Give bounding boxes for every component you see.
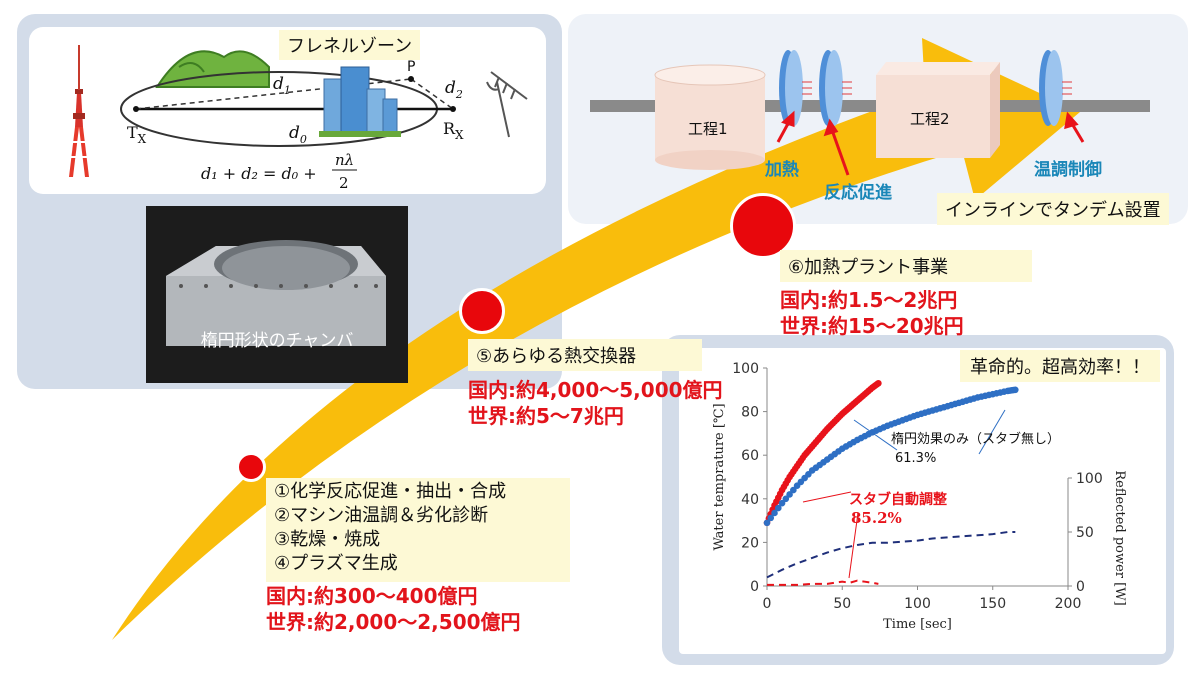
svg-text:P: P: [407, 59, 415, 75]
series-1-point: [786, 491, 793, 498]
y2-tick-label-1: 50: [1076, 525, 1094, 541]
svg-text:反応促進: 反応促進: [824, 182, 892, 203]
series-1-point: [767, 514, 775, 522]
chart-note: 革命的。超高効率！！: [960, 350, 1160, 382]
market-1-world: 世界:約2,000～2,500億円: [266, 610, 521, 634]
x-axis-label: Time [sec]: [883, 617, 952, 632]
annotation-2-value: 85.2%: [851, 509, 902, 527]
market-1-domestic: 国内:約300～400億円: [266, 584, 478, 608]
heating-disc: [779, 50, 812, 126]
series-1-point: [763, 519, 771, 527]
svg-text:nλ: nλ: [335, 151, 354, 169]
svg-text:d₁ + d₂ = d₀ +: d₁ + d₂ = d₀ +: [201, 164, 317, 183]
svg-text:TX: TX: [127, 123, 147, 146]
series-1-point: [1012, 386, 1019, 394]
svg-text:温調制御: 温調制御: [1034, 159, 1102, 180]
svg-text:工程2: 工程2: [910, 110, 950, 128]
buildings-icon: [319, 66, 401, 137]
y2-tick-label-2: 100: [1076, 471, 1103, 487]
svg-text:RX: RX: [443, 119, 464, 142]
market-1-line-4: ④プラズマ生成: [274, 553, 398, 574]
market-3-line-1: ⑥加熱プラント事業: [788, 257, 949, 278]
y-tick-label-4: 80: [741, 405, 759, 421]
y-tick-label-2: 40: [741, 492, 759, 508]
x-tick-label-2: 100: [904, 596, 931, 612]
mountain-icon: [155, 50, 270, 88]
market-2-world: 世界:約5～7兆円: [468, 404, 624, 428]
market-3-world: 世界:約15～20兆円: [780, 314, 964, 338]
y-tick-label-1: 20: [741, 535, 759, 551]
market-1-line-1: ①化学反応促進・抽出・合成: [274, 481, 507, 502]
svg-text:d1: d1: [273, 74, 291, 97]
inline-note: インラインでタンデム設置: [937, 193, 1169, 225]
x-tick-label-1: 50: [833, 596, 851, 612]
step2-vessel: [876, 62, 1000, 158]
series-0-point: [875, 379, 882, 387]
market-1-box: ①化学反応促進・抽出・合成 ②マシン油温調＆劣化診断 ③乾燥・焼成 ④プラズマ生…: [266, 478, 570, 582]
y-axis-label: Water temprature [℃]: [712, 403, 727, 550]
x-tick-label-3: 150: [979, 596, 1006, 612]
svg-text:d2: d2: [445, 78, 463, 101]
step1-vessel: [654, 64, 766, 170]
series-1-point: [778, 499, 786, 507]
svg-text:d0: d0: [289, 123, 307, 146]
chart-box: [679, 348, 1166, 654]
annotation-1-text: 楕円効果のみ（スタブ無し）: [891, 431, 1060, 447]
svg-text:加熱: 加熱: [764, 159, 799, 180]
svg-text:工程1: 工程1: [688, 120, 728, 138]
market-3-box: ⑥加熱プラント事業: [780, 250, 1032, 282]
annotation-2-text: スタブ自動調整: [849, 491, 948, 508]
y2-tick-label-0: 0: [1076, 579, 1085, 595]
market-3-domestic: 国内:約1.5～2兆円: [780, 288, 958, 312]
market-dot-3: [730, 193, 796, 259]
y2-axis-label: Reflected power [W]: [1112, 470, 1127, 605]
market-dot-1: [236, 452, 266, 482]
series-1-point: [790, 486, 797, 494]
series-3-line: [767, 579, 879, 586]
market-2-line-1: ⑤あらゆる熱交換器: [476, 346, 637, 367]
series-1-point: [782, 495, 790, 503]
market-1-line-2: ②マシン油温調＆劣化診断: [274, 505, 489, 526]
process-diagram: 工程1 工程2 加熱 反応促進 温調制御: [590, 50, 1150, 203]
tower-icon: [69, 45, 89, 177]
market-dot-2: [459, 288, 505, 334]
series-1-point: [771, 509, 778, 517]
annotation-1-value: 61.3%: [895, 451, 936, 466]
market-2-domestic: 国内:約4,000～5,000億円: [468, 378, 723, 402]
fresnel-title: フレネルゾーン: [279, 30, 421, 60]
y-tick-label-5: 100: [732, 361, 759, 377]
svg-text:2: 2: [339, 174, 349, 192]
market-1-line-3: ③乾燥・焼成: [274, 529, 381, 550]
series-1-point: [774, 504, 782, 512]
reaction-disc: [819, 50, 852, 126]
x-tick-label-4: 200: [1055, 596, 1082, 612]
temp-control-disc: [1039, 50, 1072, 126]
x-tick-label-0: 0: [763, 596, 772, 612]
market-2-box: ⑤あらゆる熱交換器: [468, 339, 702, 371]
fresnel-zone-diagram: TX RX P d1 d2 d0 d₁ + d₂ = d₀ + nλ 2: [69, 45, 528, 192]
series-2-line: [766, 531, 1016, 579]
y-tick-label-3: 60: [741, 448, 759, 464]
chamber-caption: 楕円形状のチャンバ: [200, 331, 354, 351]
y-tick-label-0: 0: [750, 579, 759, 595]
antenna-icon: [486, 71, 528, 138]
chamber-photo: 楕円形状のチャンバ: [146, 206, 408, 383]
